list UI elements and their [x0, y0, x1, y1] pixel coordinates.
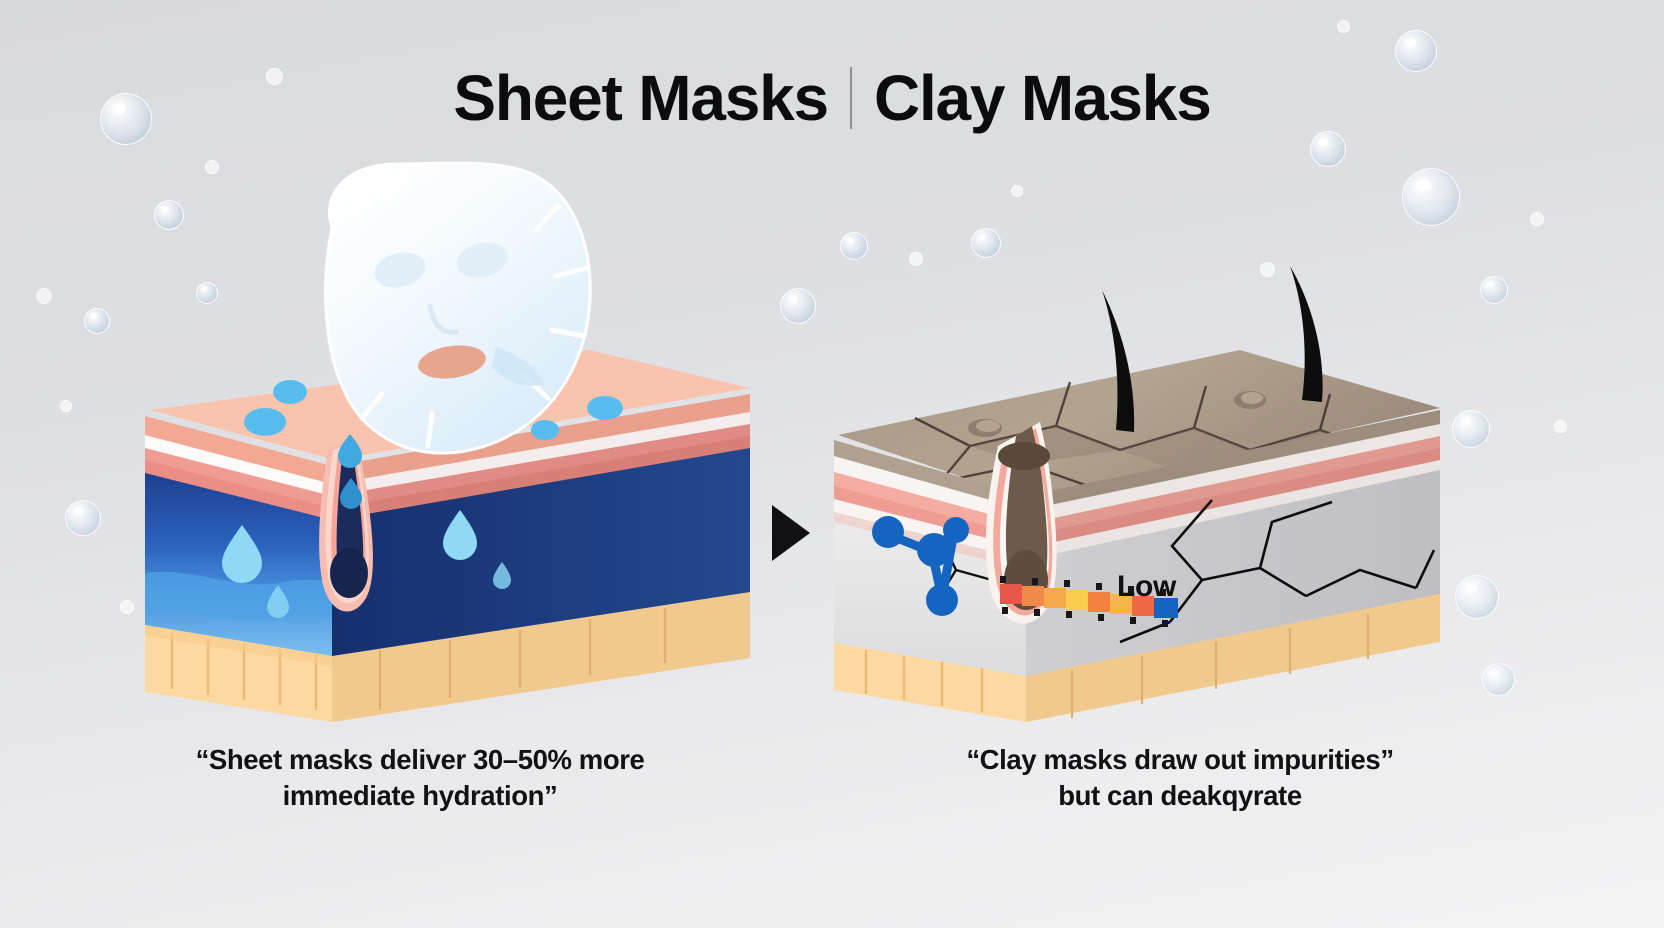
bubble-10 [971, 228, 1001, 258]
bubble-15 [36, 288, 52, 304]
bubble-12 [65, 500, 101, 536]
mask-highlight [352, 179, 412, 212]
hydration-droplets-dermis [222, 510, 511, 618]
bubble-22 [60, 400, 72, 412]
clay-mask-panel [820, 250, 1460, 730]
skin-side-face [332, 394, 750, 722]
clay-mask-skin-diagram [834, 266, 1440, 722]
bubble-17 [266, 68, 283, 85]
bubble-0 [100, 93, 152, 145]
clay-skin-side-layers [1026, 410, 1440, 722]
mask-eye-hole-left [374, 252, 426, 288]
bubble-18 [1337, 20, 1350, 33]
bubble-21 [1554, 420, 1567, 433]
bubble-11 [154, 200, 184, 230]
sheet-mask-skin-diagram [145, 350, 750, 722]
bubble-20 [1530, 212, 1544, 226]
bubble-13 [84, 308, 110, 334]
mask-mouth-hole [418, 345, 486, 379]
mask-eye-hole-right [456, 242, 508, 278]
bubble-14 [196, 282, 218, 304]
comparison-arrow [772, 505, 810, 561]
surface-droplets [244, 380, 623, 440]
bubble-8 [780, 288, 816, 324]
molecule-icon [872, 516, 969, 616]
bubble-2 [1402, 168, 1460, 226]
clay-crust-top [838, 350, 1440, 500]
title-divider [849, 67, 852, 129]
ph-level-label: Low [1117, 570, 1177, 603]
bubble-26 [1108, 90, 1120, 102]
bubble-5 [1455, 575, 1499, 619]
bubble-16 [205, 160, 219, 174]
clogged-pore [985, 422, 1057, 624]
bubble-6 [1480, 276, 1508, 304]
title-right: Clay Masks [873, 62, 1212, 134]
pore-channel [319, 440, 373, 612]
bubble-24 [909, 252, 923, 266]
hair-follicle-strands [1102, 266, 1323, 432]
bubble-25 [1011, 185, 1023, 197]
bubble-7 [1482, 663, 1515, 696]
caption-sheet-line-2: immediate hydration” [282, 779, 558, 811]
page-title: Sheet Masks Clay Masks [0, 66, 1664, 130]
bubble-23 [120, 600, 134, 614]
bubble-3 [1310, 131, 1346, 167]
bubble-4 [1452, 410, 1490, 448]
bubble-9 [840, 232, 868, 260]
caption-sheet-line-1: “Sheet masks deliver 30–50% more [195, 744, 645, 775]
sheet-mask-face [300, 150, 630, 470]
bubble-19 [1260, 262, 1275, 277]
mask-sheen [492, 346, 544, 387]
sheet-mask-panel [120, 330, 780, 730]
title-left: Sheet Masks [453, 62, 829, 134]
ph-strip [1000, 576, 1178, 627]
bubble-1 [1395, 30, 1437, 72]
caption-clay-mask: “Clay masks draw out impurities” but can… [880, 742, 1480, 814]
mask-nose-slit [427, 303, 459, 335]
caption-sheet-mask: “Sheet masks deliver 30–50% more immedia… [110, 742, 730, 814]
clay-pore-a-inner [976, 420, 1000, 432]
caption-clay-line-2: but can deakqyrate [1058, 779, 1302, 811]
clay-pore-b-inner [1241, 392, 1263, 404]
caption-clay-line-1: “Clay masks draw out impurities” [966, 744, 1394, 775]
dryness-cracks-side [1119, 499, 1436, 644]
hydration-droplets-pore [338, 434, 362, 509]
